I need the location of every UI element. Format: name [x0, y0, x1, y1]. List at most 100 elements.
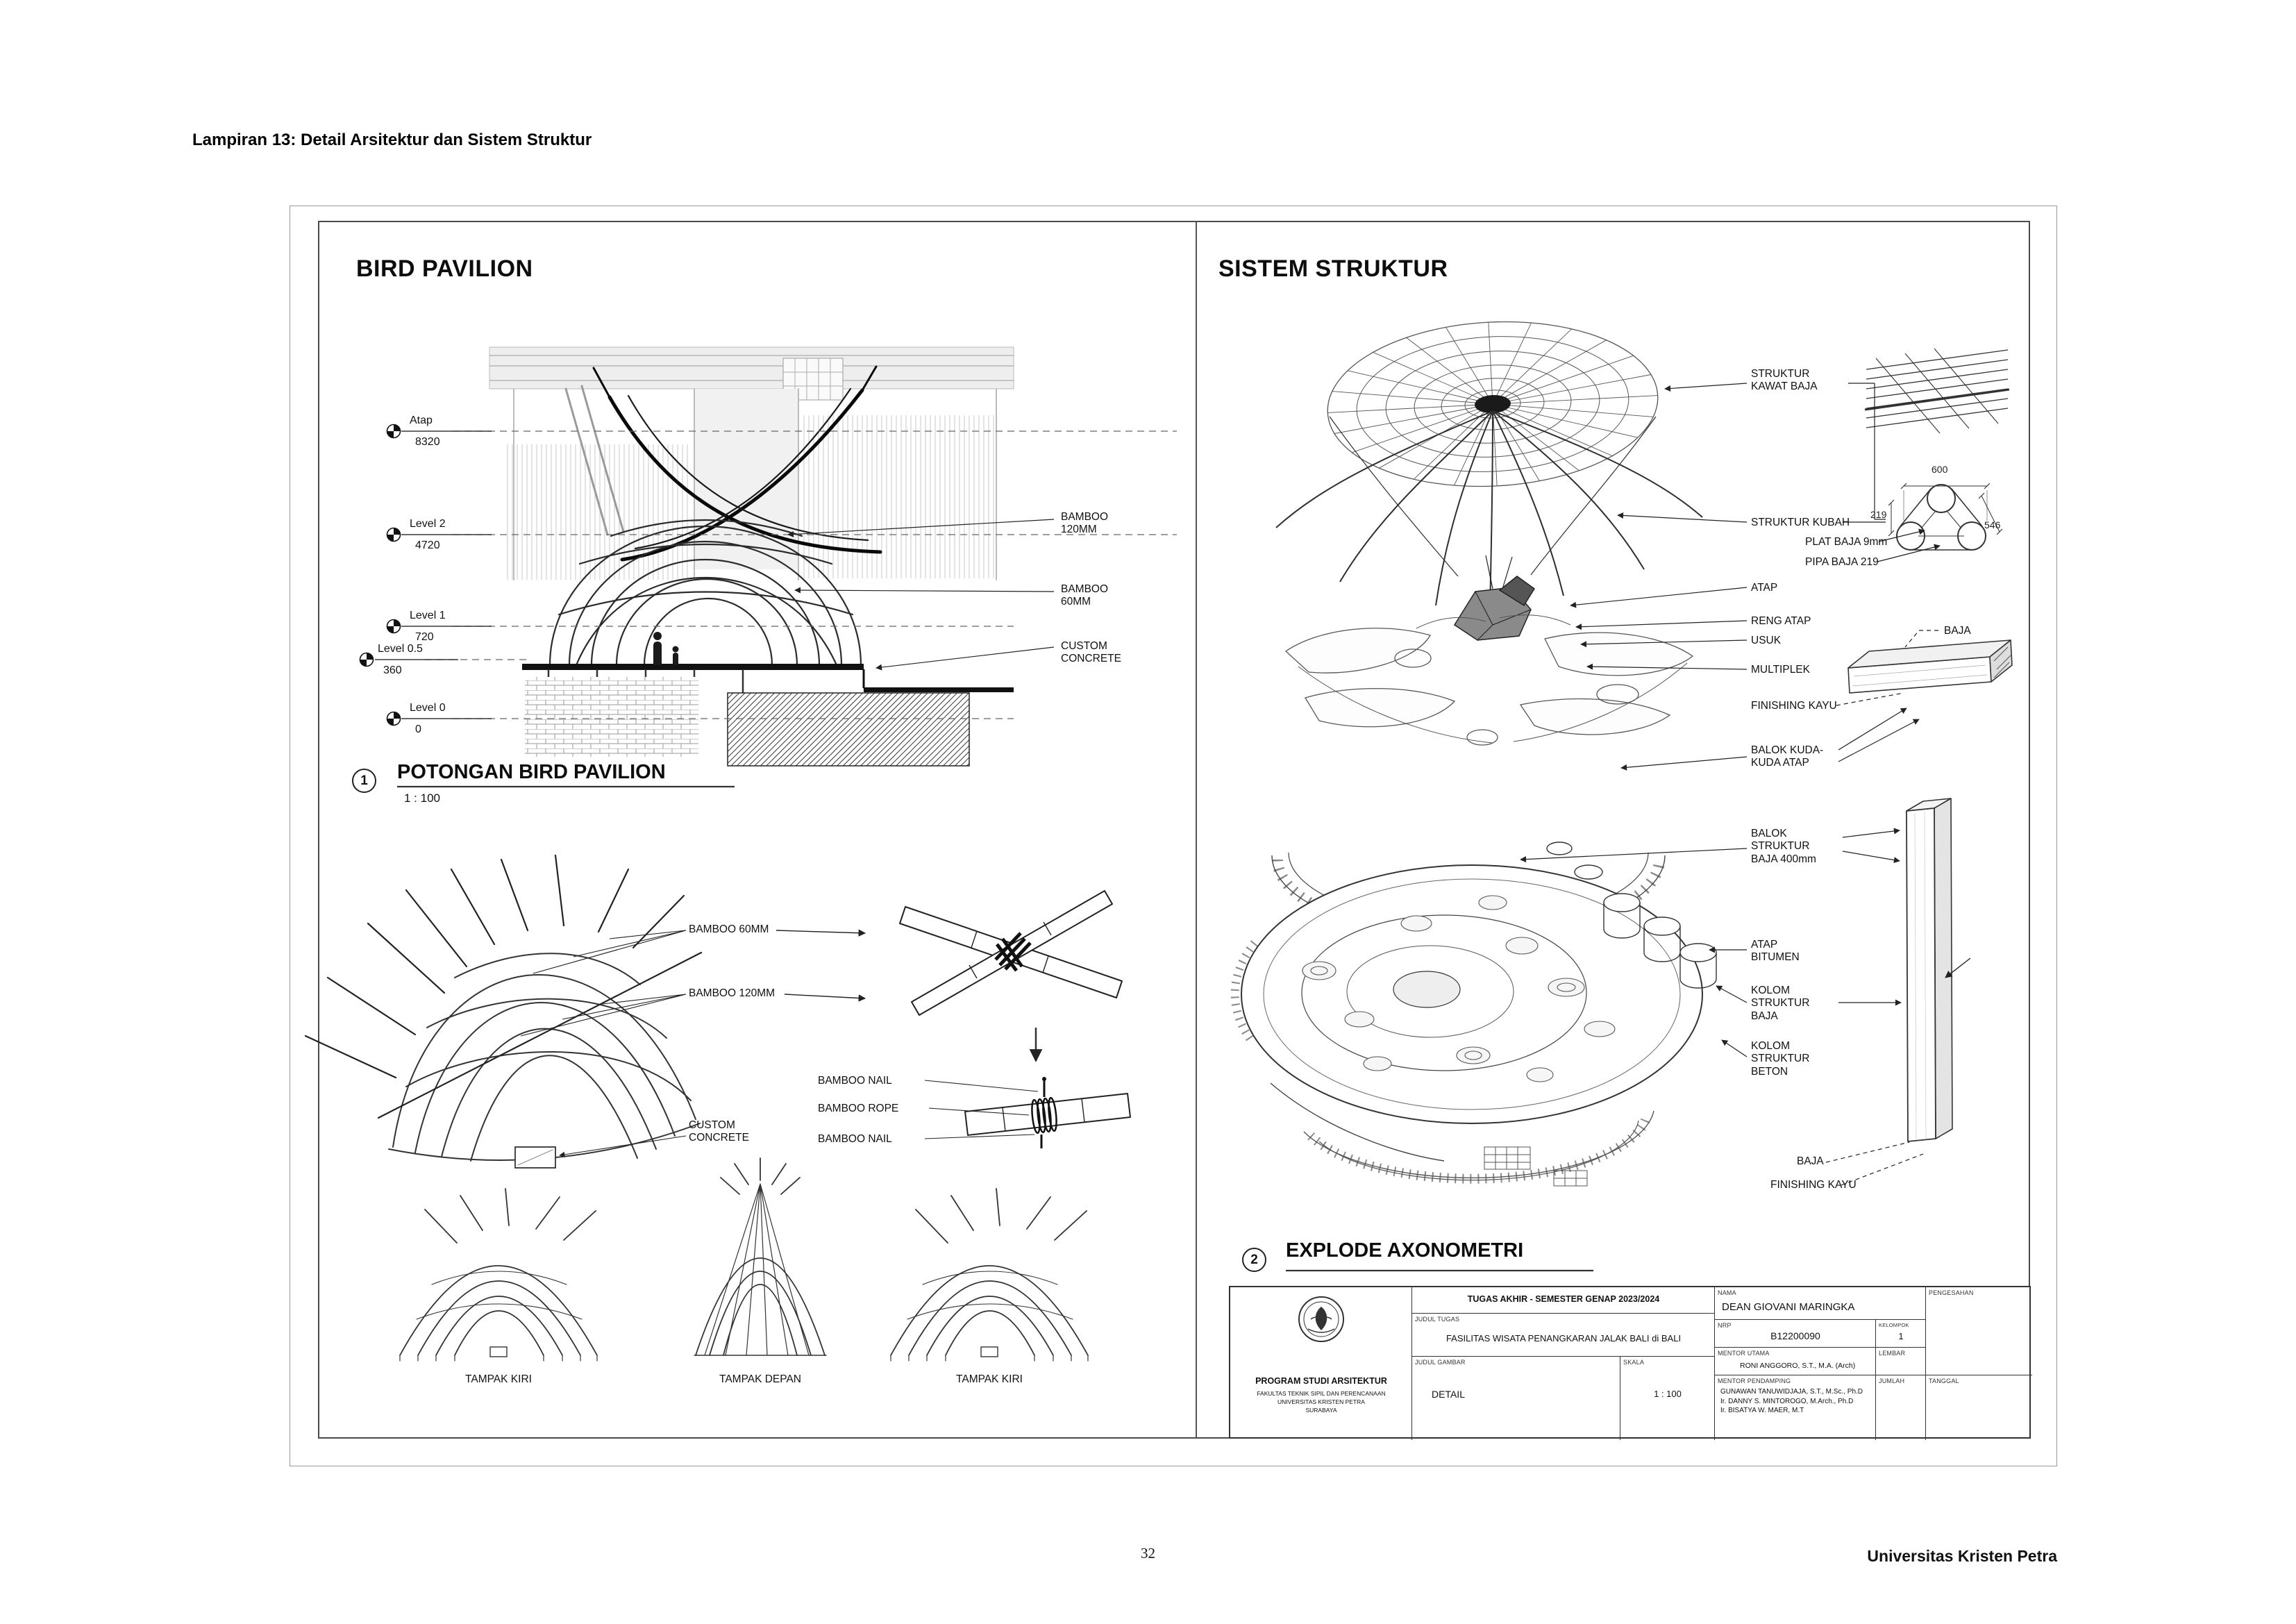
titleblock-skala-cell: SKALA 1 : 100: [1620, 1357, 1715, 1440]
detail-beam: [1847, 639, 2013, 694]
label-baja-column: BAJA: [1797, 1155, 1824, 1167]
mentor-pendamping-label: MENTOR PENDAMPING: [1718, 1378, 1791, 1384]
label-bamboo-nail-2: BAMBOO NAIL: [818, 1133, 892, 1145]
titleblock-mentor-pendamping-cell: MENTOR PENDAMPING GUNAWAN TANUWIDJAJA, S…: [1715, 1375, 1876, 1440]
university-crest-logo: [1298, 1296, 1344, 1342]
label-bamboo-60: BAMBOO 60MM: [1061, 583, 1109, 608]
titleblock-header-cell: TUGAS AKHIR - SEMESTER GENAP 2023/2024: [1412, 1287, 1715, 1314]
kelompok-label: KELOMPOK: [1879, 1322, 1909, 1328]
titleblock-kelompok-cell: KELOMPOK 1: [1876, 1320, 1926, 1348]
label-custom-concrete: CUSTOM CONCRETE: [1061, 640, 1121, 665]
level-name: Atap: [410, 415, 433, 426]
mentor-utama-value: RONI ANGGORO, S.T., M.A. (Arch): [1740, 1362, 1856, 1370]
dim-600: 600: [1932, 464, 1948, 475]
program-studi: PROGRAM STUDI ARSITEKTUR: [1255, 1376, 1387, 1386]
jumlah-label: JUMLAH: [1879, 1378, 1905, 1384]
titleblock-judul-tugas-cell: JUDUL TUGAS FASILITAS WISATA PENANGKARAN…: [1412, 1314, 1715, 1357]
level-name: Level 0: [410, 702, 446, 714]
kota: SURABAYA: [1305, 1407, 1337, 1414]
dome-drawing: [304, 854, 703, 1169]
sheet-inner-border: [318, 221, 2030, 1439]
elevation-right: [890, 1188, 1089, 1362]
label-atap-bitumen: ATAP BITUMEN: [1751, 939, 1800, 964]
label-bamboo-rope: BAMBOO ROPE: [818, 1103, 899, 1114]
label-finishing-kayu-2: FINISHING KAYU: [1770, 1179, 1857, 1191]
titleblock-judul-gambar-cell: JUDUL GAMBAR DETAIL: [1412, 1357, 1620, 1440]
dim-219: 219: [1870, 509, 1887, 520]
label-finishing-kayu-1: FINISHING KAYU: [1751, 700, 1837, 712]
axo-hub: [1453, 555, 1536, 641]
mentor-pendamping-value: GUNAWAN TANUWIDJAJA, S.T., M.Sc., Ph.D I…: [1720, 1388, 1863, 1414]
detail-column: [1906, 798, 1971, 1142]
level-lines: [359, 424, 1177, 726]
kelompok-value: 1: [1898, 1331, 1904, 1341]
caption-tampak-kiri-1: TAMPAK KIRI: [465, 1373, 532, 1385]
titleblock-nrp-cell: NRP B12200090: [1715, 1320, 1876, 1348]
axo-web-disc: [1327, 321, 1659, 487]
label-dome-custom-concrete: CUSTOM CONCRETE: [689, 1119, 749, 1144]
page-number: 32: [1141, 1545, 1155, 1562]
detail-pipe-section: [1888, 483, 2003, 551]
label-pipa-baja: PIPA BAJA 219: [1805, 556, 1879, 568]
label-bamboo-120: BAMBOO 120MM: [1061, 511, 1109, 536]
tanggal-label: TANGGAL: [1929, 1378, 1959, 1384]
level-value: 4720: [415, 539, 440, 551]
dome-leaders: [520, 929, 866, 1157]
titleblock-tanggal-cell: TANGGAL: [1926, 1375, 2032, 1440]
label-multiplek: MULTIPLEK: [1751, 664, 1810, 676]
skala-value: 1 : 100: [1654, 1389, 1682, 1399]
title-underlines: [397, 785, 1593, 1272]
label-balok-struktur-baja: BALOK STRUKTUR BAJA 400mm: [1751, 828, 1816, 865]
level-value: 0: [415, 723, 421, 735]
level-value: 360: [383, 664, 402, 676]
label-dome-bamboo-120: BAMBOO 120MM: [689, 987, 776, 999]
joint-detail-crossing: [899, 890, 1123, 1016]
mentor-utama-label: MENTOR UTAMA: [1718, 1350, 1770, 1357]
label-struktur-kawat-baja: STRUKTUR KAWAT BAJA: [1751, 368, 1818, 393]
titleblock-nama-cell: NAMA DEAN GIOVANI MARINGKA: [1715, 1287, 1926, 1320]
joint-detail-rope: [964, 1077, 1131, 1148]
label-balok-kuda-kuda: BALOK KUDA- KUDA ATAP: [1751, 744, 1824, 769]
label-atap: ATAP: [1751, 582, 1778, 594]
title-block: PROGRAM STUDI ARSITEKTUR FAKULTAS TEKNIK…: [1229, 1286, 2032, 1440]
drawing-number-1: 1: [352, 769, 376, 793]
nrp-label: NRP: [1718, 1322, 1732, 1329]
label-struktur-kubah: STRUKTUR KUBAH: [1751, 517, 1850, 528]
axo-bottom-ring: [1303, 1110, 1654, 1187]
skala-label: SKALA: [1623, 1359, 1645, 1366]
potongan-title: POTONGAN BIRD PAVILION: [397, 761, 666, 783]
level-name: Level 0.5: [378, 643, 423, 655]
nama-label: NAMA: [1718, 1289, 1736, 1296]
lembar-label: LEMBAR: [1879, 1350, 1906, 1357]
level-name: Level 2: [410, 518, 446, 530]
nrp-value: B12200090: [1770, 1330, 1820, 1341]
section-leaders: [787, 519, 1055, 671]
tugas-akhir-header: TUGAS AKHIR - SEMESTER GENAP 2023/2024: [1467, 1294, 1660, 1304]
titleblock-pengesahan-cell: PENGESAHAN: [1926, 1287, 2032, 1375]
judul-gambar-label: JUDUL GAMBAR: [1415, 1359, 1466, 1366]
footer-institution: Universitas Kristen Petra: [1867, 1547, 2057, 1565]
sistem-struktur-title: SISTEM STRUKTUR: [1218, 256, 1448, 282]
label-usuk: USUK: [1751, 635, 1782, 646]
level-value: 720: [415, 631, 434, 643]
human-figures: [653, 632, 679, 665]
judul-gambar-value: DETAIL: [1432, 1389, 1465, 1400]
caption-tampak-depan: TAMPAK DEPAN: [719, 1373, 801, 1385]
label-kolom-struktur-beton: KOLOM STRUKTUR BETON: [1751, 1040, 1810, 1078]
axo-columns: [1546, 842, 1717, 989]
nama-value: DEAN GIOVANI MARINGKA: [1722, 1301, 1855, 1313]
axo-cables: [1275, 410, 1703, 608]
titleblock-jumlah-cell: JUMLAH: [1876, 1375, 1926, 1440]
caption-tampak-kiri-2: TAMPAK KIRI: [956, 1373, 1023, 1385]
titleblock-program-cell: PROGRAM STUDI ARSITEKTUR FAKULTAS TEKNIK…: [1230, 1287, 1412, 1440]
label-bamboo-nail-1: BAMBOO NAIL: [818, 1075, 892, 1087]
level-name: Level 1: [410, 610, 446, 621]
universitas: UNIVERSITAS KRISTEN PETRA: [1277, 1398, 1365, 1405]
judul-tugas-value: FASILITAS WISATA PENANGKARAN JALAK BALI …: [1446, 1333, 1682, 1343]
titleblock-lembar-cell: LEMBAR: [1876, 1348, 1926, 1375]
section-drawing: [489, 346, 1014, 767]
label-baja-beam: BAJA: [1944, 625, 1971, 637]
label-plat-baja: PLAT BAJA 9mm: [1805, 536, 1888, 548]
